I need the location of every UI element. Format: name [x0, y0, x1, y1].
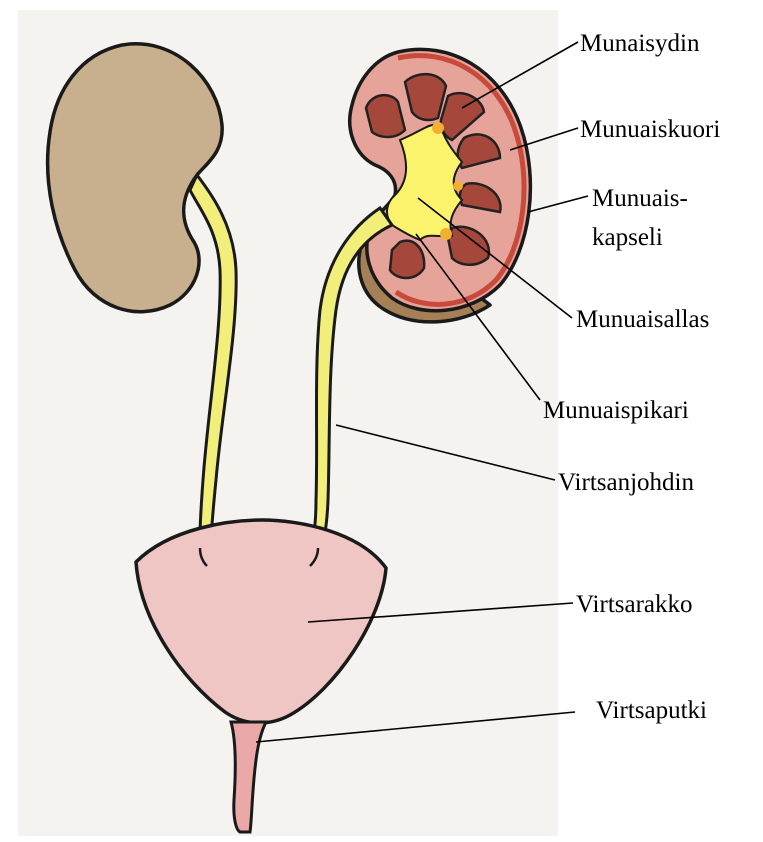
label-virtsarakko: Virtsarakko — [576, 591, 693, 618]
calyx — [432, 122, 444, 134]
label-munaisydin: Munaisydin — [580, 30, 700, 57]
label-virtsanjohdin: Virtsanjohdin — [558, 469, 694, 496]
pyramid — [390, 241, 424, 278]
label-munuaiskapseli-line2: kapseli — [592, 224, 663, 251]
calyx — [453, 181, 463, 191]
label-munuaisallas: Munuaisallas — [576, 306, 709, 333]
label-munuaiskapseli-line1: Munuais- — [592, 185, 688, 212]
label-munuaispikari: Munuaispikari — [543, 397, 689, 424]
label-munuaiskuori: Munuaiskuori — [580, 116, 720, 143]
label-virtsaputki: Virtsaputki — [596, 697, 707, 724]
calyx — [440, 228, 452, 240]
